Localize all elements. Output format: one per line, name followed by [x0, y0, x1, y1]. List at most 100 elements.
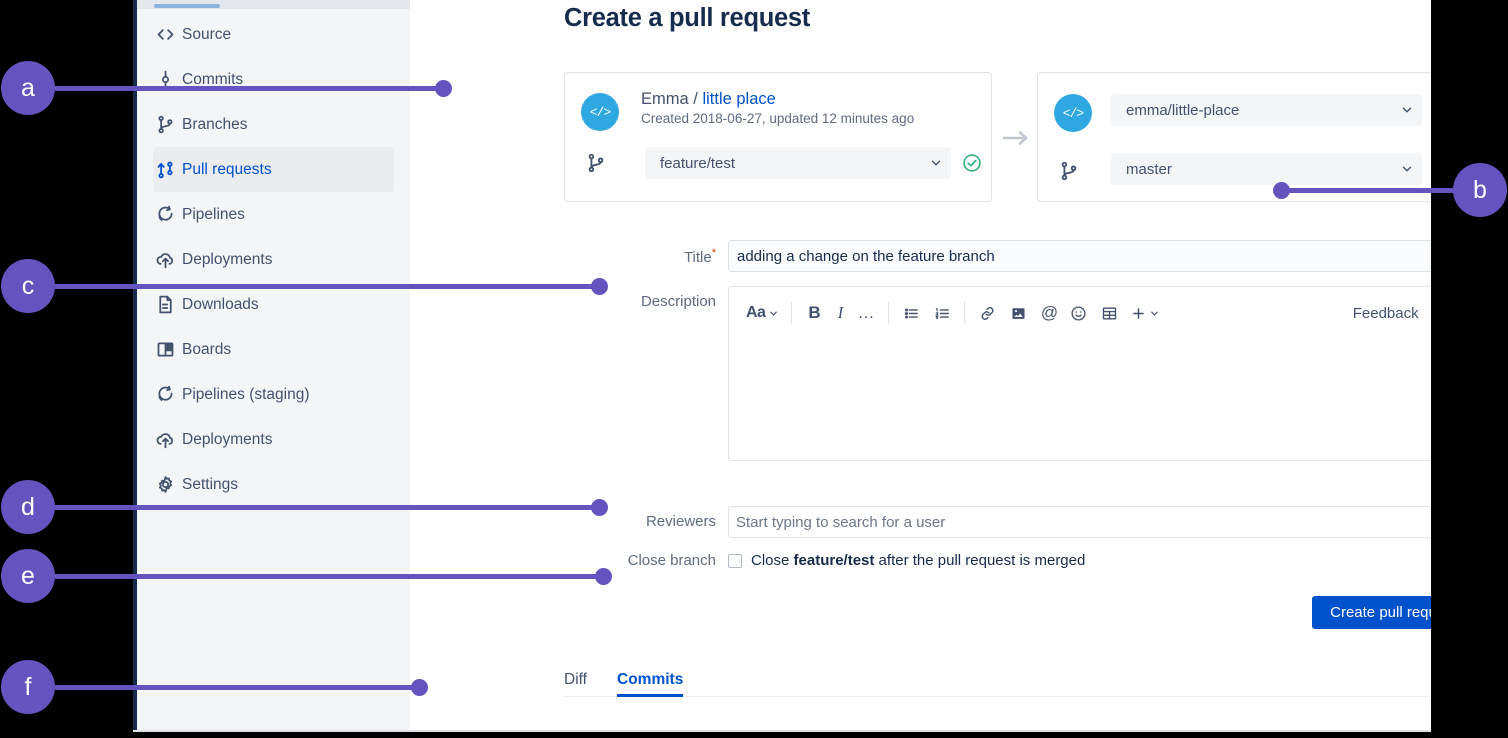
toolbar-divider [888, 302, 890, 324]
repository-avatar-icon: </> [581, 93, 619, 131]
mention-icon[interactable]: @ [1040, 303, 1059, 322]
tab-diff[interactable]: Diff [564, 671, 587, 688]
sidebar-item-pull-requests[interactable]: Pull requests [153, 147, 394, 192]
destination-branch-select[interactable]: master [1111, 153, 1422, 185]
callout-endpoint-e [595, 568, 612, 585]
sidebar-item-source[interactable]: Source [153, 12, 394, 57]
numbered-list-icon[interactable] [929, 298, 955, 328]
description-editor[interactable]: Aa B I … [728, 286, 1431, 461]
sidebar-nav-list: Source Commits Branches [137, 12, 410, 507]
deployments-icon [153, 428, 177, 452]
sidebar-item-label: Branches [182, 115, 248, 133]
bold-icon[interactable]: B [808, 303, 821, 322]
sidebar-item-label: Pull requests [182, 160, 272, 178]
repository-sidebar: Source Commits Branches [137, 0, 410, 732]
callout-leader-a [55, 86, 444, 91]
close-branch-text-after: after the pull request is merged [874, 552, 1086, 569]
deployments-icon [153, 248, 177, 272]
chevron-down-icon [1392, 162, 1422, 176]
create-pull-request-button[interactable]: Create pull request [1312, 596, 1431, 629]
branch-icon [1058, 160, 1080, 182]
source-repo-card: </> Emma / little place Created 2018-06-… [564, 72, 992, 202]
table-icon[interactable] [1096, 298, 1122, 328]
sidebar-item-boards[interactable]: Boards [153, 327, 394, 372]
title-label: Title* [683, 247, 716, 266]
callout-marker-b: b [1453, 163, 1507, 217]
downloads-icon [153, 293, 177, 317]
source-repo-link[interactable]: little place [702, 90, 776, 108]
sidebar-item-commits[interactable]: Commits [153, 57, 394, 102]
required-marker: * [711, 247, 716, 259]
callout-marker-f: f [1, 660, 55, 714]
branch-selection-row: </> Emma / little place Created 2018-06-… [564, 72, 1431, 202]
bullet-list-icon[interactable] [898, 298, 924, 328]
main-content: Create a pull request </> Emma / little … [410, 0, 1431, 732]
destination-repo-select[interactable]: emma/little-place [1111, 94, 1422, 126]
source-branch-select[interactable]: feature/test [645, 147, 951, 179]
source-branch-value: feature/test [660, 154, 736, 172]
insert-more-icon[interactable] [1127, 298, 1163, 328]
feedback-button[interactable]: Feedback [1352, 304, 1419, 322]
app-window: Source Commits Branches [133, 0, 1431, 732]
title-input[interactable]: adding a change on the feature branch [728, 240, 1431, 272]
destination-repo-card: </> emma/little-place master [1037, 72, 1431, 202]
close-branch-checkbox[interactable] [728, 553, 742, 568]
sidebar-item-settings[interactable]: Settings [153, 462, 394, 507]
callout-marker-c: c [1, 259, 55, 313]
callout-endpoint-a [435, 80, 452, 97]
branch-icon [153, 113, 177, 137]
sidebar-item-branches[interactable]: Branches [153, 102, 394, 147]
sidebar-item-label: Pipelines (staging) [182, 385, 310, 403]
branch-icon [585, 152, 607, 174]
callout-marker-e: e [1, 549, 55, 603]
sidebar-item-label: Settings [182, 475, 239, 493]
close-branch-text: Close feature/test after the pull reques… [751, 552, 1085, 569]
description-label: Description [640, 293, 716, 310]
tab-commits[interactable]: Commits [617, 671, 684, 697]
source-branch-valid-icon [962, 153, 982, 173]
callout-endpoint-c [591, 278, 608, 295]
sidebar-item-pipelines[interactable]: Pipelines [153, 192, 394, 237]
callout-leader-f [55, 685, 420, 690]
source-repo-title: Emma / little place [641, 90, 776, 109]
source-repo-separator: / [688, 90, 703, 108]
title-input-value: adding a change on the feature branch [737, 247, 995, 265]
callout-leader-e [55, 574, 604, 579]
callout-marker-d: d [1, 480, 55, 534]
reviewers-input[interactable]: Start typing to search for a user [728, 506, 1431, 538]
callout-endpoint-f [411, 679, 428, 696]
sidebar-item-pipelines-staging[interactable]: Pipelines (staging) [153, 372, 394, 417]
text-style-icon[interactable]: Aa [743, 298, 782, 328]
pull-request-icon [153, 158, 177, 182]
page-title: Create a pull request [564, 4, 810, 32]
close-branch-row: Close feature/test after the pull reques… [728, 552, 1085, 569]
emoji-icon[interactable] [1065, 298, 1091, 328]
destination-repo-value: emma/little-place [1126, 101, 1240, 119]
close-branch-label: Close branch [627, 552, 716, 569]
diff-commits-tabs: Diff Commits [564, 670, 1431, 704]
link-icon[interactable] [974, 298, 1000, 328]
callout-leader-c [55, 284, 600, 289]
pipelines-icon [153, 383, 177, 407]
description-toolbar: Aa B I … [729, 287, 1431, 339]
sidebar-item-deployments[interactable]: Deployments [153, 237, 394, 282]
sidebar-item-label: Pipelines [182, 205, 245, 223]
chevron-down-icon [921, 156, 951, 170]
code-icon [153, 23, 177, 47]
reviewers-label: Reviewers [645, 513, 716, 530]
callout-leader-b [1281, 188, 1461, 193]
toolbar-divider [791, 302, 793, 324]
sidebar-item-deployments-2[interactable]: Deployments [153, 417, 394, 462]
source-repo-owner: Emma [641, 90, 689, 108]
more-formatting-icon[interactable]: … [857, 303, 876, 322]
sidebar-item-label: Commits [182, 70, 244, 88]
image-icon[interactable] [1005, 298, 1031, 328]
boards-icon [153, 338, 177, 362]
sidebar-item-downloads[interactable]: Downloads [153, 282, 394, 327]
source-repo-meta: Created 2018-06-27, updated 12 minutes a… [641, 111, 915, 126]
close-branch-branch-name: feature/test [793, 552, 875, 569]
italic-icon[interactable]: I [837, 303, 844, 322]
close-branch-text-before: Close [751, 552, 794, 569]
callout-marker-a: a [1, 61, 55, 115]
